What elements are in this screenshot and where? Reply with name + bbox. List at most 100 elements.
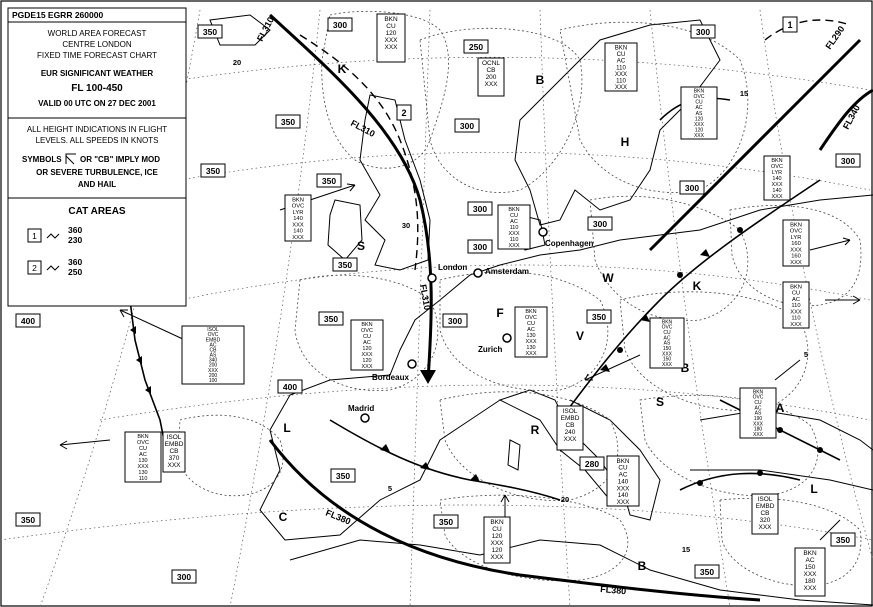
cat-area-1-id: 1 <box>32 231 37 241</box>
cloud-box-line: 150 <box>663 346 672 352</box>
cloud-box-line: XXX <box>694 133 705 139</box>
cloud-box-line: ISOL <box>563 408 578 415</box>
bordeaux-marker <box>407 359 417 369</box>
cloud-box-line: 110 <box>616 78 626 84</box>
cloud-box-line: 180 <box>754 427 763 433</box>
cloud-box-line: LYR <box>293 210 304 216</box>
cloud-box-line: BKN <box>137 434 148 440</box>
jet-label-fl380-b: FL380 <box>600 584 627 596</box>
tropopause-box: 350 <box>433 514 459 529</box>
cloud-box-line: EMBD <box>561 415 580 422</box>
pressure-letter: F <box>496 306 503 320</box>
cloud-box-line: OVC <box>208 332 219 338</box>
cat-area-lines <box>299 19 851 271</box>
cloud-box-line: 150 <box>663 357 672 363</box>
cloud-box-line: OVC <box>137 440 149 446</box>
cloud-box-line: XXX <box>508 243 519 249</box>
city-london: London <box>438 263 467 272</box>
amsterdam-marker <box>473 268 483 278</box>
cloud-box-line: BKN <box>361 322 372 328</box>
cloud-box-line: BKN <box>525 309 536 315</box>
cities: London Amsterdam Copenhagen Zurich Borde… <box>348 227 594 423</box>
pressure-letter: W <box>602 271 614 285</box>
tropopause-box: 250 <box>463 39 489 54</box>
cloud-box-line: XXX <box>525 339 536 345</box>
tropopause-box: 350 <box>15 512 41 527</box>
cloud-box-line: CB <box>760 510 769 517</box>
cloud-box-line: BKN <box>803 550 817 557</box>
jet-arrow-head <box>420 370 436 384</box>
cloud-box-line: CU <box>792 291 800 297</box>
cloud-box-line: 120 <box>492 533 503 540</box>
wind-value: 5 <box>804 350 808 359</box>
pressure-letter: C <box>279 510 288 524</box>
cloud-box-line: AS <box>755 411 762 417</box>
cloud-box-line: 140 <box>293 216 303 222</box>
cloud-box-line: 110 <box>139 476 148 482</box>
jet-label-fl310-c: FL310 <box>418 284 432 311</box>
cloud-box-line: XXX <box>615 85 627 91</box>
cloud-box-line: XXX <box>292 235 304 241</box>
tropopause-box: 300 <box>835 153 861 168</box>
cloud-box-line: BKN <box>790 284 802 290</box>
header-line4: EUR SIGNIFICANT WEATHER <box>41 69 154 78</box>
cloud-box-line: XXX <box>617 485 630 492</box>
cloud-box-line: XXX <box>662 362 673 368</box>
cloud-box-line: XXX <box>563 436 577 443</box>
symbols-label: SYMBOLS <box>22 155 62 164</box>
header-line2: CENTRE LONDON <box>62 40 132 49</box>
cloud-box-line: 320 <box>760 517 771 524</box>
pressure-letter: B <box>681 361 690 375</box>
cloud-box-line: XXX <box>753 421 764 427</box>
cloud-box-line: XXX <box>790 260 802 266</box>
cloud-box-line: OCNL <box>482 60 500 67</box>
cloud-box-line: XXX <box>384 44 398 51</box>
cloud-box-line: 340 <box>209 358 218 364</box>
cloud-info-boxes: BKNCU120XXXXXXOCNLCB200XXXBKNCUAC110XXX1… <box>124 13 826 597</box>
cloud-box-line: 130 <box>138 458 147 464</box>
cloud-box-line: 110 <box>791 303 800 309</box>
tropopause-box: 350 <box>318 311 344 326</box>
city-amsterdam: Amsterdam <box>485 267 529 276</box>
cloud-box-line: AC <box>527 327 535 333</box>
cloud-box-line: CB <box>210 347 218 353</box>
cloud-box-line: XXX <box>803 571 817 578</box>
cat-area-marker: 2 <box>396 104 412 121</box>
cloud-box-line: 160 <box>791 254 801 260</box>
cloud-box-line: BKN <box>508 207 519 213</box>
tropopause-box: 300 <box>690 24 716 39</box>
cloud-box-line: XXX <box>525 351 536 357</box>
cloud-box-line: OVC <box>753 395 764 401</box>
cloud-box-line: OVC <box>790 229 803 235</box>
cat-area-2-id: 2 <box>32 263 37 273</box>
cloud-box-line: 120 <box>695 127 704 133</box>
cloud-box-line: BKN <box>694 89 705 95</box>
tropopause-box: 400 <box>277 379 303 394</box>
cloud-box-line: XXX <box>790 309 802 315</box>
cloud-box-line: BKN <box>790 222 802 228</box>
cloud-box-line: ISOL <box>758 496 773 503</box>
cloud-box-line: CB <box>565 422 574 429</box>
cat-area-marker: 1 <box>782 16 798 33</box>
cloud-box-line: AC <box>695 105 702 111</box>
tropopause-value: 300 <box>696 27 710 37</box>
tropopause-box: 300 <box>587 216 613 231</box>
legend-panel: PGDE15 EGRR 260000 WORLD AREA FORECAST C… <box>7 7 187 307</box>
tropopause-box: 350 <box>586 309 612 324</box>
cloud-box-line: CU <box>510 213 518 219</box>
cloud-box-line: XXX <box>790 247 802 253</box>
cat-area-2-bottom: 250 <box>68 267 82 277</box>
cloud-box-line: 140 <box>618 478 629 485</box>
wind-value: 20 <box>233 58 241 67</box>
cat-areas-title: CAT AREAS <box>68 206 126 217</box>
cloud-box-line: 200 <box>209 363 218 369</box>
cloud-box-line: 120 <box>362 358 371 364</box>
tropopause-box: 350 <box>830 532 856 547</box>
